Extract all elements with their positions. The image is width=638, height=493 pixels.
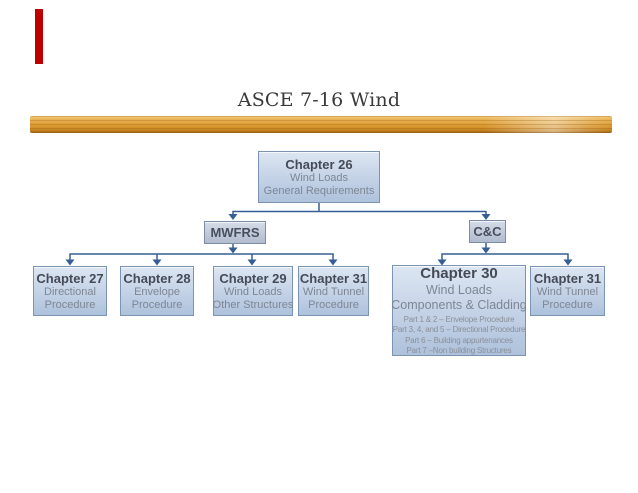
chapter-30-parts: Part 1 & 2 – Envelope Procedure Part 3, … <box>393 315 526 357</box>
node-subtitle: Wind Tunnel <box>536 285 599 298</box>
node-subtitle: General Requirements <box>263 184 375 197</box>
node-subtitle: Directional <box>44 285 96 298</box>
node-chapter-28[interactable]: Chapter 28 Envelope Procedure <box>120 266 194 316</box>
node-chapter-31-cc[interactable]: Chapter 31 Wind Tunnel Procedure <box>530 266 605 316</box>
node-subtitle: Other Structures <box>212 298 294 311</box>
node-subtitle: Wind Loads <box>425 282 492 297</box>
node-title: Chapter 29 <box>219 270 287 286</box>
node-subtitle: Procedure <box>308 298 359 311</box>
node-subtitle: Procedure <box>131 298 183 311</box>
node-chapter-26[interactable]: Chapter 26 Wind Loads General Requiremen… <box>258 151 380 203</box>
slide-title: ASCE 7-16 Wind <box>237 89 401 111</box>
gold-title-rule <box>30 116 612 133</box>
node-subtitle: Procedure <box>44 298 96 311</box>
node-mwfrs[interactable]: MWFRS <box>204 221 266 244</box>
node-chapter-27[interactable]: Chapter 27 Directional Procedure <box>33 266 107 316</box>
node-title: C&C <box>473 224 502 239</box>
node-subtitle: Components & Cladding <box>391 297 527 312</box>
node-subtitle: Wind Loads <box>289 171 349 184</box>
node-title: Chapter 31 <box>533 270 602 286</box>
part-line: Part 6 – Building appurtenances <box>405 335 513 345</box>
node-title: MWFRS <box>210 225 260 240</box>
node-title: Chapter 27 <box>36 270 104 286</box>
node-subtitle: Procedure <box>542 298 593 311</box>
node-title: Chapter 31 <box>299 270 368 286</box>
node-chapter-30[interactable]: Chapter 30 Wind Loads Components & Cladd… <box>391 264 527 357</box>
red-accent-bar <box>35 9 43 64</box>
node-title: Chapter 30 <box>420 264 498 282</box>
node-cc[interactable]: C&C <box>469 220 506 243</box>
node-title: Chapter 28 <box>123 270 191 286</box>
node-chapter-31-mwfrs[interactable]: Chapter 31 Wind Tunnel Procedure <box>298 266 369 316</box>
part-line: Part 7 –Non building Structures <box>406 346 512 355</box>
node-chapter-29[interactable]: Chapter 29 Wind Loads Other Structures <box>213 266 293 316</box>
part-line: Part 3, 4, and 5 – Directional Procedure <box>392 325 526 334</box>
node-subtitle: Envelope <box>134 285 180 298</box>
node-subtitle: Wind Tunnel <box>302 285 365 298</box>
node-subtitle: Wind Loads <box>223 285 283 298</box>
part-line: Part 1 & 2 – Envelope Procedure <box>403 314 515 324</box>
node-title: Chapter 26 <box>285 156 353 172</box>
